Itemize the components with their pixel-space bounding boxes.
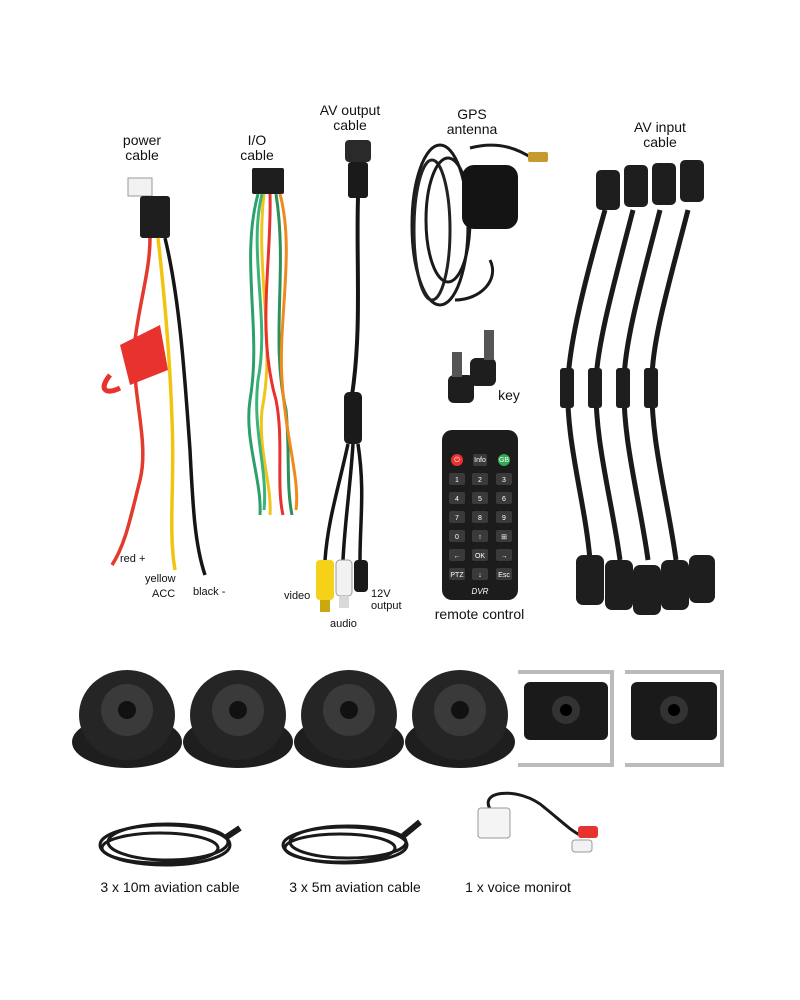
label-io-cable: I/O cable [240,132,274,163]
aviation-cable-10m-image [98,822,242,867]
label-red-wire: red + [120,553,146,565]
remote-key-right: → [501,553,508,560]
label-video: video [284,590,311,602]
remote-key-4: 4 [455,496,459,503]
dome-cameras-image [72,670,515,768]
av-output-cable-image [316,140,371,612]
remote-control-image: ⏻ Info GB 1 2 3 4 5 6 7 8 9 0 ↑ ⊞ ← OK →… [442,430,518,600]
keys-image [448,330,496,403]
dome-camera-4 [405,670,515,768]
remote-key-down: ↓ [478,572,482,579]
remote-key-power: ⏻ [454,456,460,464]
dome-camera-2 [183,670,293,768]
remote-key-7: 7 [455,515,459,522]
remote-key-grid: ⊞ [501,534,507,541]
label-key: key [498,387,520,403]
label-audio: audio [330,618,357,630]
remote-key-8: 8 [478,515,482,522]
gps-antenna-image [410,143,548,307]
remote-key-3: 3 [502,477,506,484]
remote-key-esc: Esc [498,572,510,579]
dome-camera-3 [294,670,404,768]
label-yellow-wire: yellow [145,573,176,585]
remote-key-up: ↑ [478,534,482,541]
remote-key-gb: GB [499,457,509,464]
remote-key-5: 5 [478,496,482,503]
label-black-wire: black - [193,586,226,598]
rear-camera-2 [625,670,724,767]
label-voice-monitor: 1 x voice monirot [465,879,571,895]
label-acc: ACC [152,588,176,600]
rear-cameras-image [518,670,724,767]
label-aviation-cable-10m: 3 x 10m aviation cable [100,879,240,895]
remote-brand: DVR [472,587,489,596]
label-12v-output: 12V output [371,588,402,612]
remote-key-9: 9 [502,515,506,522]
io-cable-image [247,168,299,516]
power-cable-image [101,177,207,576]
aviation-cable-5m-image [281,819,422,865]
av-input-connectors-image [560,160,715,615]
remote-key-1: 1 [455,477,459,484]
remote-key-0: 0 [455,534,459,541]
label-av-output-cable: AV output cable [319,102,381,133]
rear-camera-1 [518,670,614,767]
voice-monitor-image [477,791,598,853]
remote-key-ok: OK [475,553,485,560]
remote-key-2: 2 [478,477,482,484]
remote-key-left: ← [454,553,461,560]
label-remote-control: remote control [434,606,525,622]
label-av-input-cable: AV input cable [634,119,686,150]
remote-key-6: 6 [502,496,506,503]
label-aviation-cable-5m: 3 x 5m aviation cable [289,879,421,895]
dome-camera-1 [72,670,182,768]
remote-key-ptz: PTZ [450,572,464,579]
label-gps-antenna: GPS antenna [446,106,498,137]
remote-key-info: Info [474,457,486,464]
label-power-cable: power cable [122,132,162,163]
